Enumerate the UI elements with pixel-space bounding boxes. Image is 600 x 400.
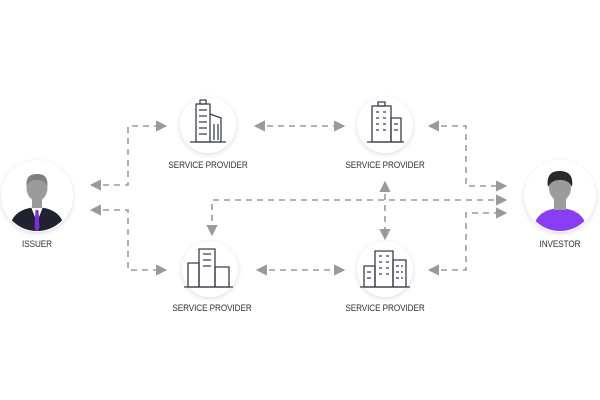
investor-label: INVESTOR — [539, 239, 581, 250]
connector-investor-bottom-left — [206, 194, 508, 237]
person-icon — [533, 171, 587, 231]
connector-top-right-investor — [427, 120, 508, 192]
issuer-label: ISSUER — [22, 239, 52, 250]
provider-bottom-left-label: SERVICE PROVIDER — [172, 303, 252, 314]
node-circles — [1, 97, 596, 297]
provider-bottom-left-circle — [182, 241, 238, 297]
connector-issuer-top-left — [89, 120, 168, 191]
connector-bottom-right-investor — [427, 207, 508, 276]
provider-top-right-label: SERVICE PROVIDER — [345, 160, 425, 171]
provider-top-left-circle — [180, 97, 236, 153]
office-building-icon — [184, 248, 233, 288]
office-building-icon — [190, 99, 226, 143]
businessman-icon — [9, 174, 65, 231]
connector-issuer-bottom-left — [89, 204, 168, 276]
provider-bottom-right-label: SERVICE PROVIDER — [345, 303, 425, 314]
provider-top-right-circle — [357, 97, 413, 153]
office-building-icon — [360, 250, 410, 288]
provider-top-left-label: SERVICE PROVIDER — [168, 160, 248, 171]
connectors — [89, 120, 508, 276]
office-building-icon — [367, 101, 404, 143]
provider-bottom-right-circle — [357, 241, 413, 297]
